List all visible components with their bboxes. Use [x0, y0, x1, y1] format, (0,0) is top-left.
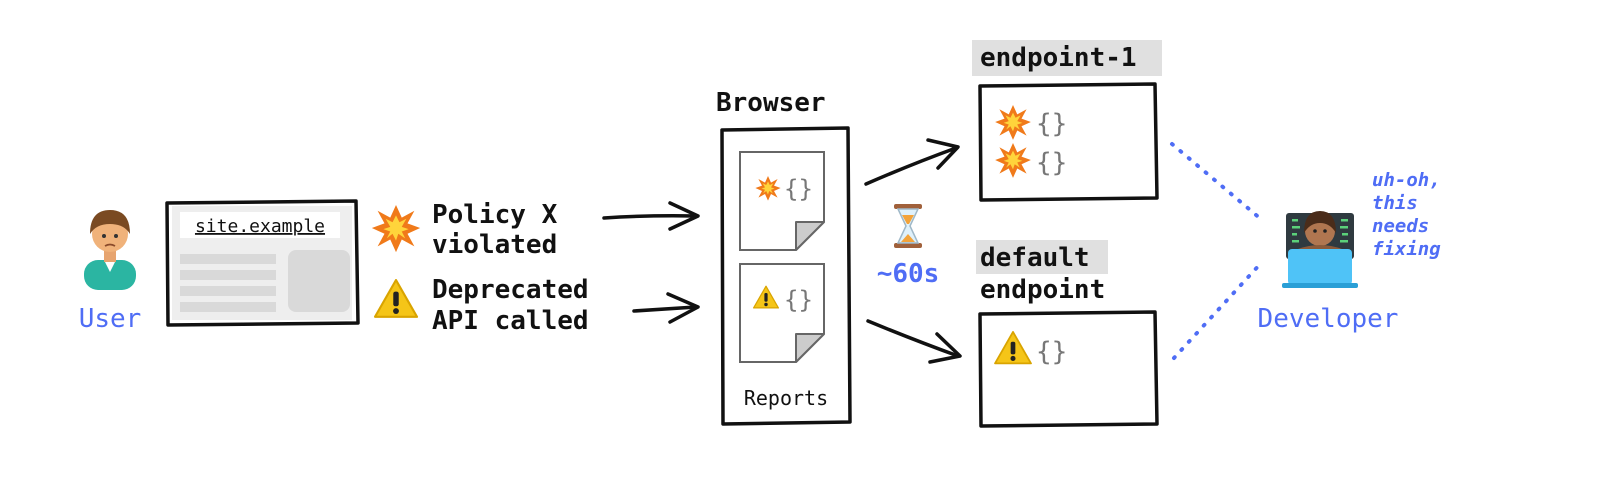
- user-icon: [84, 210, 136, 290]
- arrow-browser-to-endpoint-1: [864, 138, 960, 186]
- link-default-endpoint-to-developer: [1172, 260, 1264, 360]
- link-endpoint-1-to-developer: [1170, 142, 1264, 222]
- default-endpoint-json-glyph: {}: [1036, 337, 1067, 367]
- developer-thought: uh-oh, this needs fixing: [1372, 169, 1441, 260]
- report-json-glyph: {}: [784, 286, 813, 314]
- user-label: User: [79, 304, 142, 334]
- warning-icon: [373, 278, 419, 318]
- browser-title: Browser: [716, 88, 826, 118]
- site-page-mockup: [165, 199, 360, 327]
- endpoint-1-box: [978, 82, 1159, 202]
- report-json-glyph: {}: [784, 175, 813, 203]
- explosion-icon: [995, 143, 1031, 178]
- explosion-icon: [755, 176, 781, 201]
- thought-line: needs: [1372, 215, 1429, 237]
- default-endpoint-box: [978, 310, 1159, 428]
- endpoint-1-title: endpoint-1: [980, 43, 1137, 73]
- event-deprecated-line1: Deprecated: [432, 275, 589, 305]
- hourglass-icon: [894, 204, 922, 248]
- arrow-deprecated-to-browser: [632, 292, 700, 324]
- endpoint-1-json-glyph: {}: [1036, 109, 1067, 139]
- event-policy-line2: violated: [432, 230, 557, 260]
- event-policy-line1: Policy X: [432, 200, 558, 230]
- thought-line: this: [1372, 192, 1418, 214]
- explosion-icon: [371, 205, 421, 253]
- thought-line: uh-oh,: [1372, 169, 1441, 191]
- delay-label: ~60s: [877, 259, 940, 289]
- default-endpoint-title-highlight: [976, 240, 1108, 274]
- site-url: site.example: [195, 216, 325, 237]
- default-endpoint-title-line1: default: [980, 243, 1090, 273]
- thought-line: fixing: [1372, 238, 1441, 260]
- explosion-icon: [995, 105, 1031, 140]
- event-deprecated-line2: API called: [432, 306, 589, 336]
- endpoint-1-title-highlight: [972, 40, 1162, 76]
- default-endpoint-title-line2: endpoint: [980, 275, 1105, 305]
- browser-caption: Reports: [744, 386, 828, 410]
- developer-label: Developer: [1258, 304, 1399, 334]
- endpoint-1-json-glyph: {}: [1036, 148, 1067, 178]
- developer-icon: [1282, 211, 1358, 288]
- arrow-browser-to-default-endpoint: [866, 319, 962, 364]
- arrow-policy-to-browser: [602, 201, 700, 231]
